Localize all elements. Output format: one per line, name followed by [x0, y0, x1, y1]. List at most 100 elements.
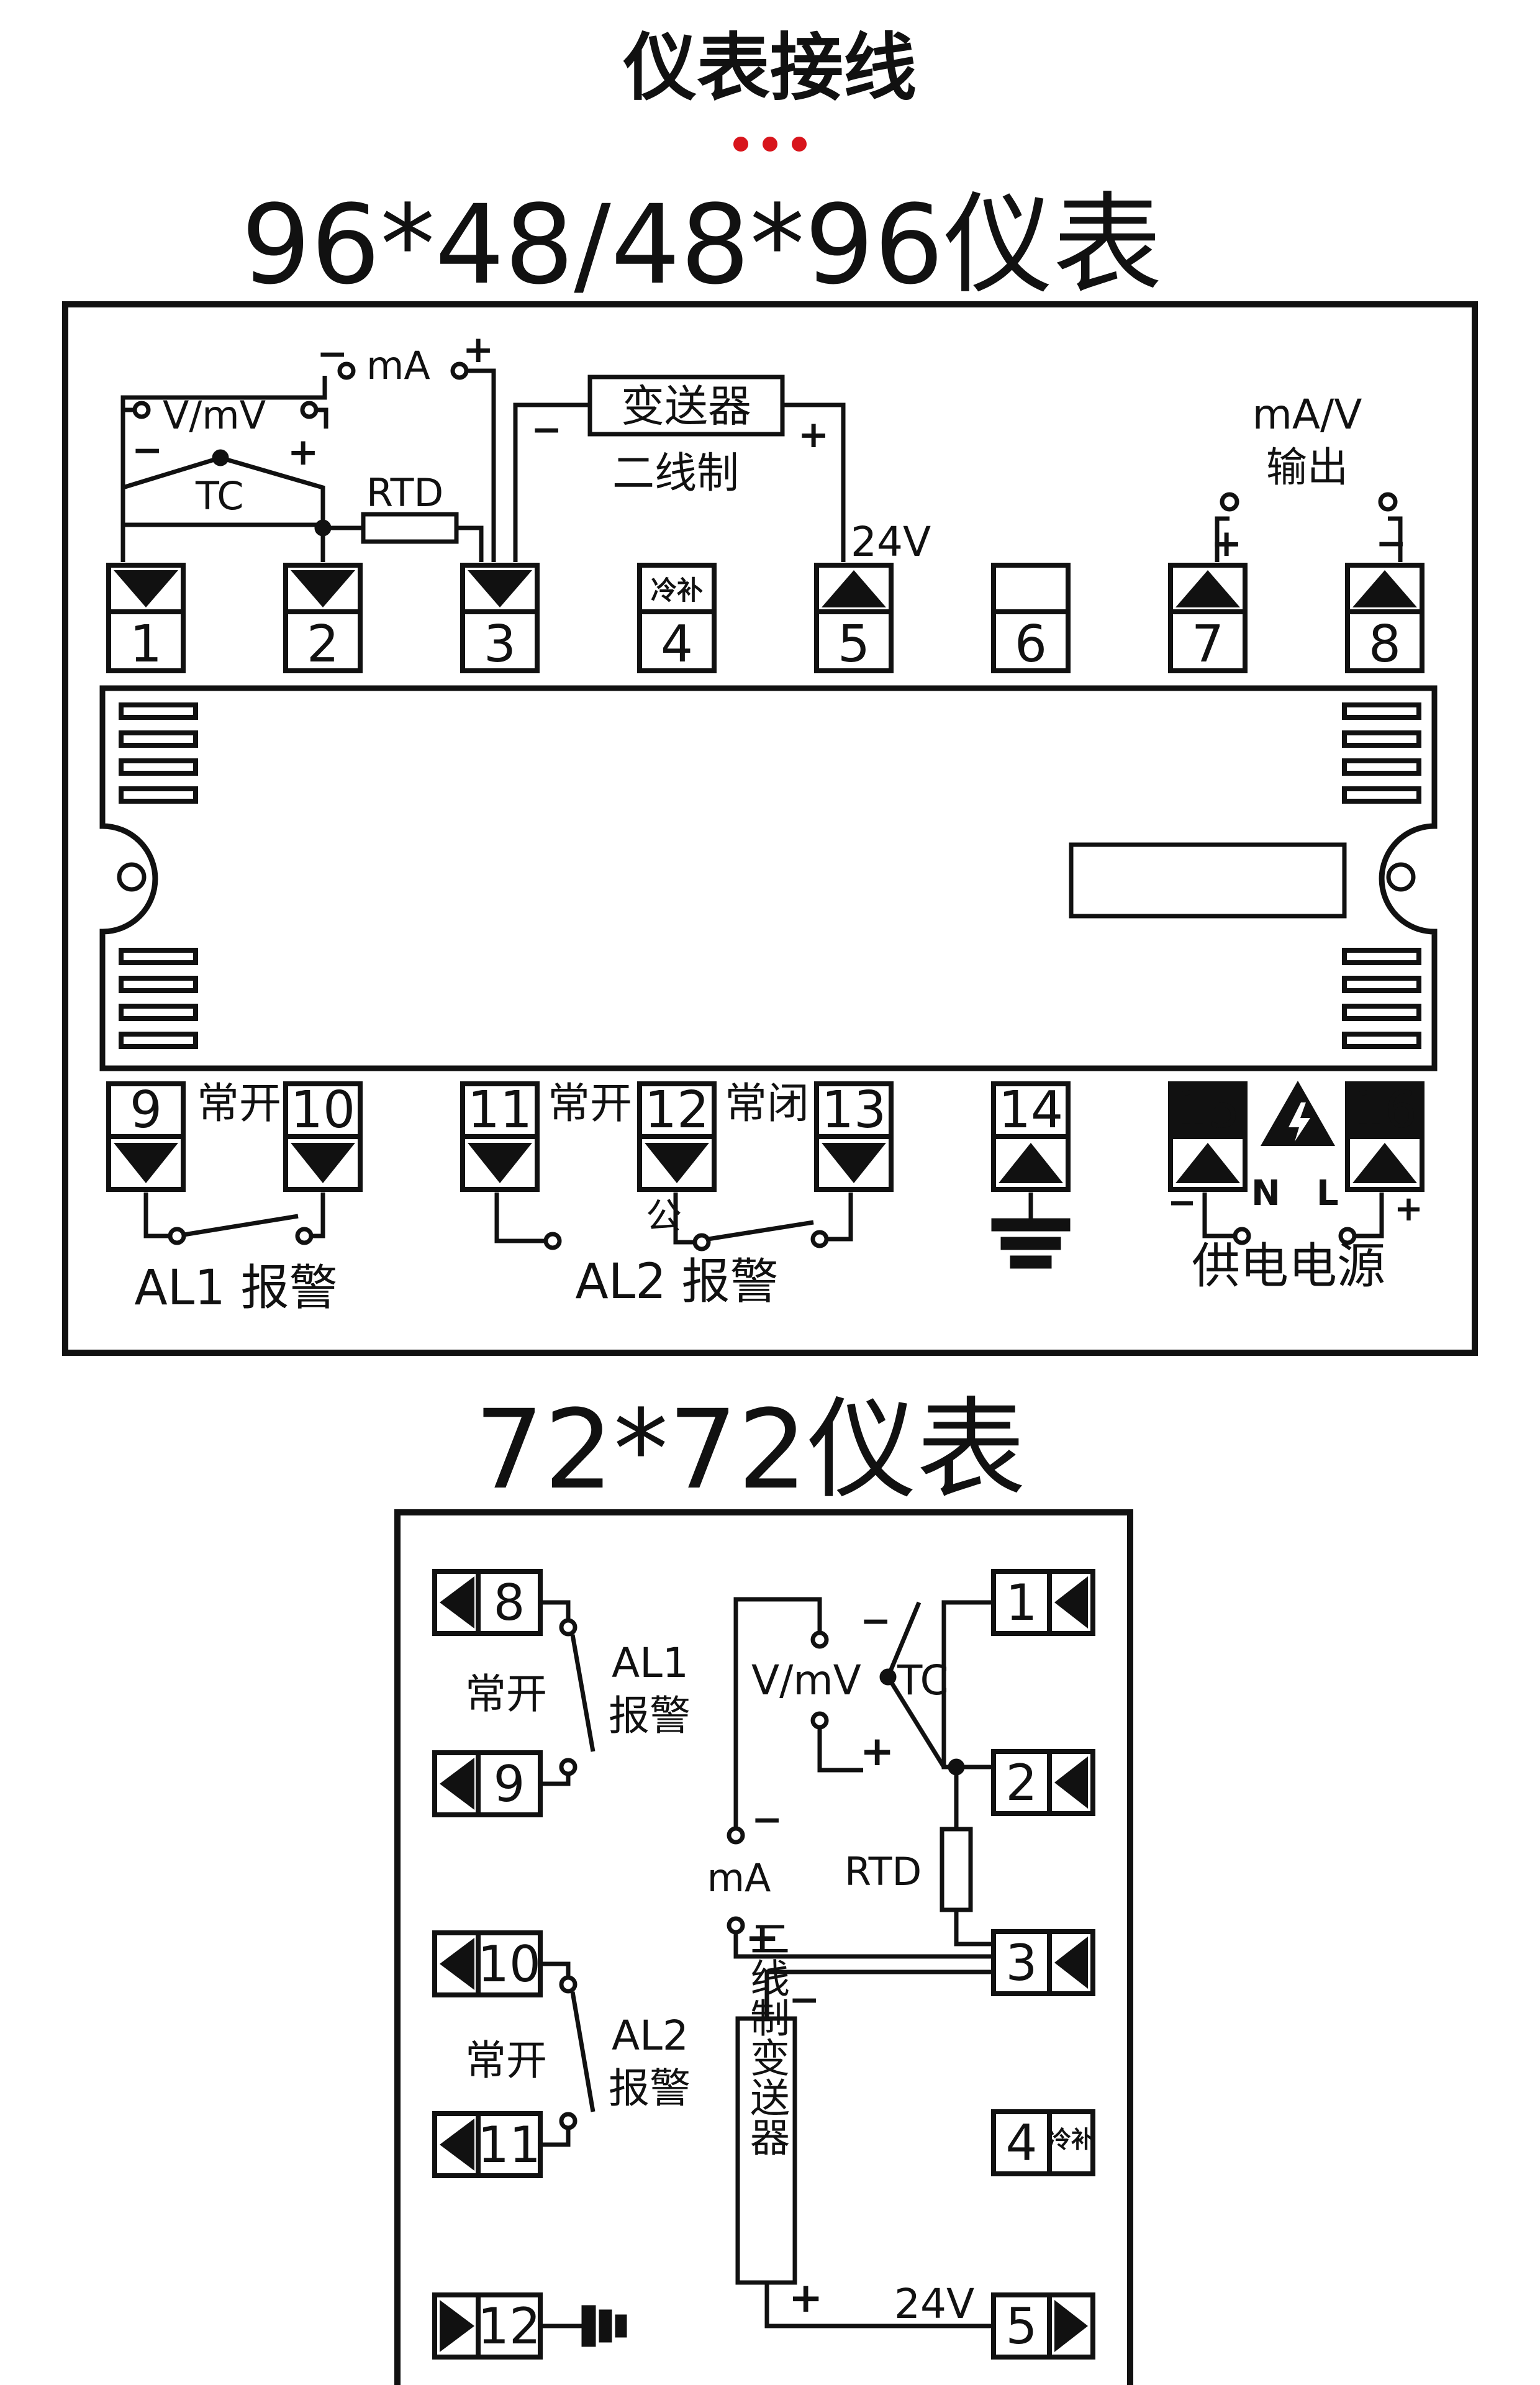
terminal-number: 8: [494, 1574, 525, 1632]
terminal-11: 11: [432, 2111, 543, 2178]
terminal-arrow-icon: [822, 570, 886, 607]
terminal-arrow-icon: [440, 2119, 474, 2171]
label-72-vmv: V/mV: [751, 1656, 861, 1704]
label-al2-alarm: AL2 报警: [575, 1254, 778, 1310]
terminal-number: 4: [661, 615, 693, 674]
vmv-plus-sign: +: [288, 430, 319, 474]
terminal-13: 13: [814, 1081, 894, 1192]
label-24v: 24V: [851, 518, 931, 566]
power-plus-sign: +: [1394, 1189, 1423, 1229]
terminal-arrow-icon: [1054, 1576, 1088, 1629]
terminal-10: 10: [283, 1081, 363, 1192]
label-72-no-2: 常开: [465, 2037, 547, 2084]
terminal-6: 6: [991, 563, 1071, 674]
terminal-arrow-icon: [114, 570, 178, 607]
label-al1-alarm: AL1 报警: [134, 1260, 337, 1316]
label-72-al2: AL2: [612, 2012, 689, 2060]
right-terminal-column: 1 2 3 冷补4 5: [991, 1569, 1095, 2360]
terminal-5: 5: [991, 2292, 1095, 2360]
output-plus-sign: +: [1211, 522, 1242, 565]
terminal-number: 7: [1192, 615, 1224, 674]
terminal-14: 14: [991, 1081, 1071, 1192]
terminal-11: 11: [460, 1081, 540, 1192]
terminal-arrow-icon: [114, 1143, 178, 1183]
transmitter-72-minus-sign: −: [789, 1978, 820, 2022]
transmitter-plus-sign: +: [798, 413, 829, 457]
top-terminal-row: 1 2 3 冷补4 5 6 7 8: [106, 563, 1424, 674]
label-tc: TC: [195, 473, 244, 519]
panel-96-top-wiring: [120, 361, 1403, 562]
terminal-arrow-icon: [1054, 1756, 1088, 1809]
terminal-4: 冷补4: [637, 563, 717, 674]
terminal-number: 12: [478, 2297, 541, 2355]
terminal-number: 10: [291, 1081, 355, 1140]
terminal-15: 15: [1168, 1081, 1248, 1192]
label-72-tc: TC: [897, 1656, 949, 1704]
terminal-arrow-icon: [468, 570, 532, 607]
panel-96-title: 96*48/48*96仪表: [241, 181, 1162, 309]
terminal-3: 3: [991, 1929, 1095, 1996]
label-72-no-1: 常开: [465, 1670, 547, 1718]
label-72-transmitter: 二线制变送器: [743, 1918, 789, 2156]
terminal-arrow-icon: [468, 1143, 532, 1183]
ma-minus-sign: −: [317, 332, 348, 376]
power-minus-sign: −: [1167, 1183, 1197, 1223]
label-72-24v: 24V: [894, 2280, 974, 2328]
label-two-wire: 二线制: [612, 449, 739, 498]
terminal-arrow-icon: [440, 1758, 474, 1810]
label-l: L: [1316, 1173, 1339, 1214]
terminal-10: 10: [432, 1930, 543, 1997]
terminal-number: 5: [838, 615, 870, 674]
terminal-number: 4: [1006, 2114, 1038, 2172]
terminal-number: 1: [130, 615, 162, 674]
label-72-al1: AL1: [612, 1639, 689, 1687]
label-72-al2-alarm: 报警: [609, 2065, 691, 2112]
terminal-number: 6: [1015, 615, 1047, 674]
terminal-number: 9: [494, 1755, 525, 1813]
terminal-number: 10: [478, 1935, 541, 1993]
panel-96-top-labels: mA − + V/mV − + TC RTD 变送器 − + 二线制 24V m…: [132, 328, 1406, 566]
terminal-number: 2: [1006, 1754, 1038, 1812]
terminal-number: 3: [1006, 1934, 1038, 1992]
terminal-number: 14: [999, 1081, 1063, 1140]
label-n: N: [1251, 1173, 1280, 1214]
ma-72-minus-sign: −: [751, 1798, 782, 1842]
terminal-number: 11: [468, 1081, 532, 1140]
panel-72-frame: [394, 1509, 1133, 2385]
terminal-4: 冷补4: [991, 2109, 1095, 2176]
ma-plus-sign: +: [463, 328, 494, 371]
terminal-12: 12: [432, 2292, 543, 2360]
terminal-5: 5: [814, 563, 894, 674]
label-rtd: RTD: [366, 470, 443, 516]
terminal-number: 11: [478, 2116, 541, 2174]
terminal-16: 16: [1345, 1081, 1424, 1192]
terminal-arrow-icon: [822, 1143, 886, 1183]
terminal-3: 3: [460, 563, 540, 674]
terminal-arrow-icon: [440, 2300, 474, 2352]
terminal-arrow-icon: [645, 1143, 709, 1183]
terminal-number: 2: [307, 615, 339, 674]
panel-72-labels: AL1 报警 常开 AL2 报警 常开 V/mV TC − + mA − + R…: [465, 1599, 974, 2328]
terminal-1: 1: [106, 563, 186, 674]
vmv-minus-sign: −: [132, 429, 163, 472]
terminal-arrow-icon: [1352, 1143, 1417, 1183]
label-vmv: V/mV: [163, 393, 266, 438]
panel-72-wiring: [540, 1597, 994, 2347]
terminal-9: 9: [432, 1750, 543, 1817]
panel-96-bottom-labels: 常开 常开 常闭 公 AL1 报警 AL2 报警 − N L + 供电电源: [134, 1079, 1423, 1316]
terminal-number: 1: [1006, 1574, 1038, 1632]
terminal-number: 9: [130, 1081, 162, 1140]
label-transmitter: 变送器: [621, 381, 751, 432]
terminal-8: 8: [1345, 563, 1424, 674]
terminal-2: 2: [991, 1749, 1095, 1816]
terminal-8: 8: [432, 1569, 543, 1636]
page-title: 仪表接线: [623, 25, 917, 111]
panel-96-frame: [62, 301, 1478, 1356]
terminal-arrow-icon: [1175, 570, 1240, 607]
terminal-number: 8: [1369, 615, 1401, 674]
terminal-number: 16: [1352, 1081, 1417, 1140]
terminal-arrow-icon: [1352, 570, 1417, 607]
label-no-2: 常开: [548, 1079, 632, 1129]
terminal-number: 5: [1006, 2297, 1038, 2355]
